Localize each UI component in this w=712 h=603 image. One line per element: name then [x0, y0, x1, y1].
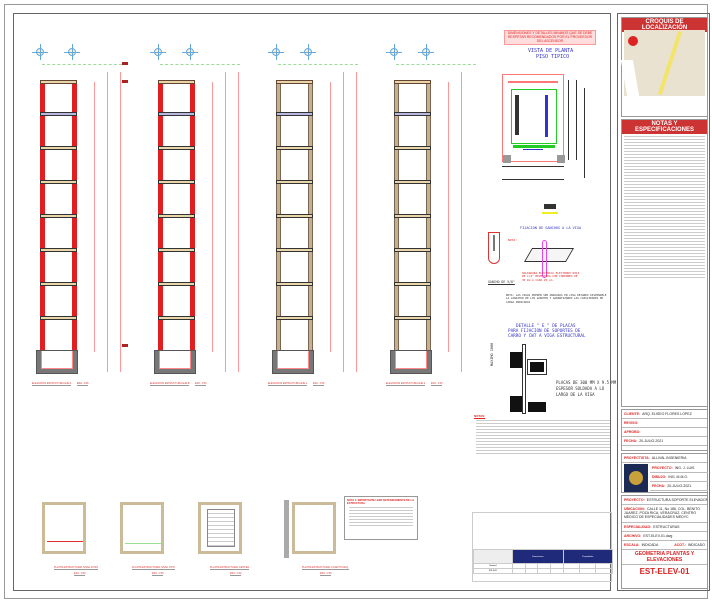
elevation-eje-a: ELEVACION ESTRUCTURA EJE A ESC. 1:50 [22, 44, 132, 386]
elevation-eje-2: ELEVACION ESTRUCTURA EJE 2 ESC. 1:50 [376, 44, 486, 386]
sheet-code: EST-ELEV-01 [639, 567, 690, 576]
provider-warning: DIMENSIONES Y DETALLES MINIMOS QUE SE DE… [504, 30, 596, 45]
drawing-sheet: ELEVACION ESTRUCTURA EJE A ESC. 1:50 ELE… [4, 4, 710, 599]
general-notes: NOTAS: [474, 414, 612, 474]
elevator-pit [36, 350, 78, 374]
important-note-box: NOTA 1: IMPORTANTE LEER DETENIDAMENTE DE… [344, 496, 418, 540]
north-arrow-icon [628, 36, 638, 46]
grid-axis-marker-icon [418, 44, 434, 60]
location-header: CROQUIS DE LOCALIZACIÓN [622, 18, 707, 32]
elevation-eje-1: ELEVACION ESTRUCTURA EJE 1 ESC. 1:50 [258, 44, 368, 386]
elevator-pit [272, 350, 314, 374]
section-properties-table: Dimensiones Propiedades Nominal IPR 8x21 [472, 512, 614, 582]
dimension-chain [502, 166, 564, 180]
hoistway-outline [502, 74, 565, 163]
grid-axis-marker-icon [268, 44, 284, 60]
grid-axis-marker-icon [150, 44, 166, 60]
grid-axis-marker-icon [300, 44, 316, 60]
hook-fixing-detail: FIJACION DE GANCHOS A LA VIGA GANCHO DE … [488, 226, 607, 304]
grid-axis-marker-icon [32, 44, 48, 60]
elevator-pit [390, 350, 432, 374]
plan-foso [42, 502, 86, 554]
title-block: CROQUIS DE LOCALIZACIÓN NOTAS Y ESPECIFI… [617, 13, 710, 591]
designer-section: PROYECTISTA:ALLIVAL INGENIERIA PROYECTO:… [621, 453, 708, 493]
elevator-pit [154, 350, 196, 374]
sheet-title: GEOMETRIA PLANTAS Y ELEVACIONES [622, 550, 707, 565]
plate-detail-e: DETALLE " E " DE PLACAS PARA FIJACION DE… [484, 320, 616, 414]
grid-axis-marker-icon [386, 44, 402, 60]
client-section: CLIENTE:ARQ. ELISEO FLORES LOPEZ REVISO:… [621, 409, 708, 451]
location-map [620, 30, 705, 96]
elevation-caption: ELEVACION ESTRUCTURA EJE A [32, 382, 72, 386]
elevation-eje-b: ELEVACION ESTRUCTURA EJE B ESC. 1:50 [140, 44, 250, 386]
grid-axis-marker-icon [182, 44, 198, 60]
plan-azotea [198, 502, 242, 554]
plan-view-detail: DIMENSIONES Y DETALLES MINIMOS QUE SE DE… [484, 28, 612, 218]
hook-icon [488, 232, 500, 264]
grid-axis-marker-icon [64, 44, 80, 60]
company-logo [624, 464, 648, 492]
project-section: PROYECTO:ESTRUCTURA SOPORTE ELEVADOR UBI… [621, 495, 708, 589]
drawing-area: ELEVACION ESTRUCTURA EJE A ESC. 1:50 ELE… [13, 13, 616, 591]
i-beam-icon [523, 248, 575, 262]
plan-cuarto-maquinas [292, 502, 336, 554]
plan-tipo [120, 502, 164, 554]
section-arrow-icon [544, 204, 556, 209]
location-sketch-section: CROQUIS DE LOCALIZACIÓN [620, 17, 708, 117]
notes-section: NOTAS Y ESPECIFICACIONES [621, 119, 708, 407]
